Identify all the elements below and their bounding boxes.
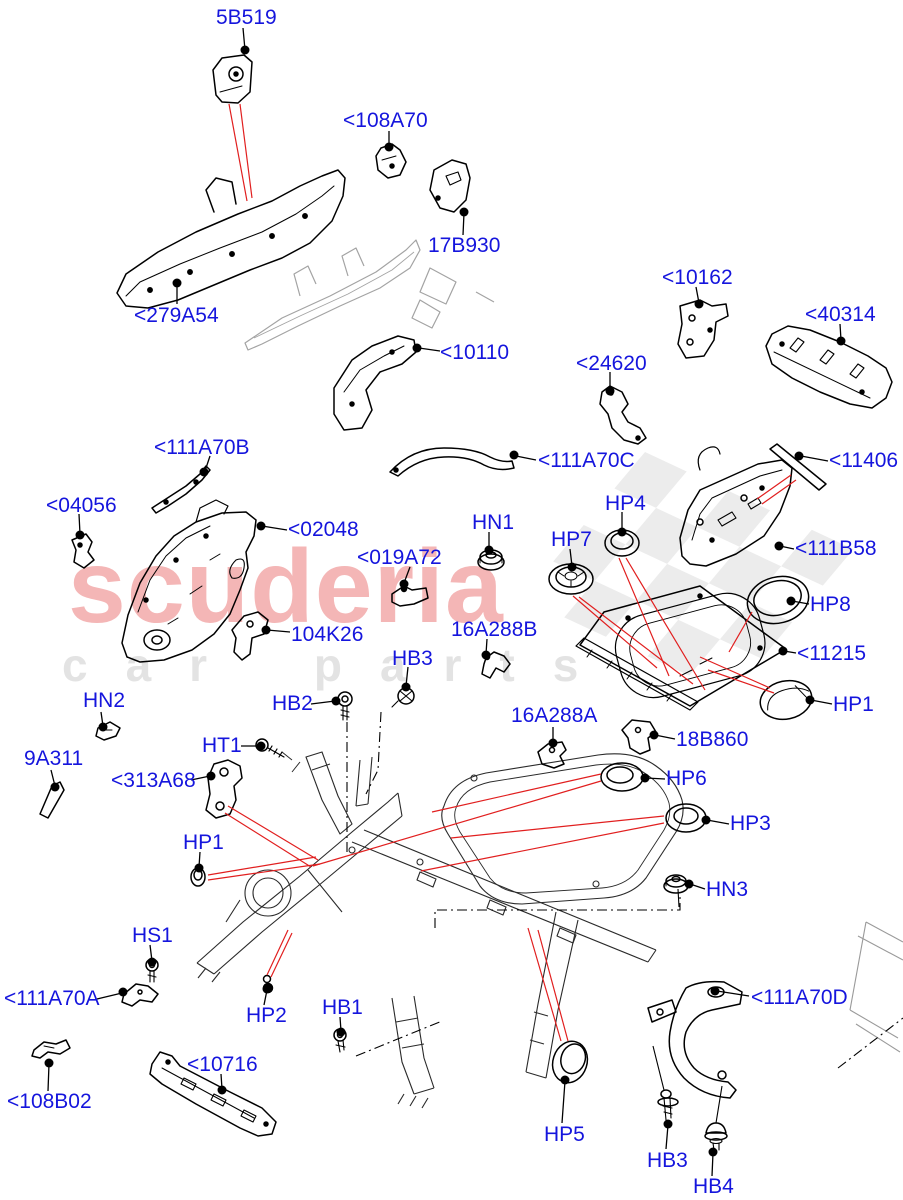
part-label-111A70A[interactable]: <111A70A bbox=[4, 987, 100, 1010]
part-label-HB3-upper[interactable]: HB3 bbox=[392, 647, 433, 670]
part-111A70C-art bbox=[389, 447, 515, 477]
part-11215-art bbox=[575, 585, 787, 711]
part-111A70D-art bbox=[647, 980, 743, 1099]
part-label-111A70C[interactable]: <111A70C bbox=[538, 449, 635, 472]
part-04056-art bbox=[71, 533, 95, 569]
part-label-24620[interactable]: <24620 bbox=[576, 352, 647, 375]
part-5B519-art bbox=[212, 54, 253, 104]
part-label-HP1-right[interactable]: HP1 bbox=[833, 693, 874, 716]
part-HB3-upper-art bbox=[391, 687, 415, 708]
dash-dot-lines bbox=[346, 711, 903, 1069]
part-label-17B930[interactable]: 17B930 bbox=[428, 234, 501, 257]
part-label-HB4[interactable]: HB4 bbox=[693, 1175, 734, 1198]
part-17B930-art bbox=[429, 159, 471, 213]
part-label-04056[interactable]: <04056 bbox=[46, 494, 117, 517]
part-108B02-art bbox=[31, 1039, 71, 1059]
background-rail-art bbox=[244, 239, 495, 351]
part-18B860-art bbox=[621, 719, 657, 755]
red-reference-lines bbox=[207, 103, 797, 1042]
part-label-111A70D[interactable]: <111A70D bbox=[751, 986, 848, 1009]
part-HP6-art bbox=[600, 762, 644, 792]
part-label-10716[interactable]: <10716 bbox=[187, 1053, 258, 1076]
part-10716-art bbox=[149, 1051, 277, 1137]
part-10110-art bbox=[333, 335, 417, 431]
part-11406-art bbox=[769, 443, 827, 491]
part-label-11215[interactable]: <11215 bbox=[797, 642, 867, 665]
part-HB3-lower-art bbox=[657, 1089, 679, 1121]
part-label-40314[interactable]: <40314 bbox=[805, 303, 876, 326]
part-label-HP7[interactable]: HP7 bbox=[551, 528, 592, 551]
part-label-HP6[interactable]: HP6 bbox=[666, 767, 707, 790]
part-019A72-art bbox=[391, 585, 429, 607]
part-111B58-art bbox=[679, 446, 793, 567]
watermark-brand: scuderia bbox=[68, 529, 504, 645]
part-label-HT1[interactable]: HT1 bbox=[202, 734, 242, 757]
frame-art bbox=[196, 751, 903, 1109]
part-label-10162[interactable]: <10162 bbox=[662, 266, 733, 289]
part-label-279A54[interactable]: <279A54 bbox=[134, 304, 219, 327]
part-label-111B58[interactable]: <111B58 bbox=[795, 537, 877, 560]
part-label-HN2[interactable]: HN2 bbox=[83, 689, 126, 712]
part-9A311-art bbox=[39, 781, 65, 819]
part-10162-art bbox=[677, 299, 729, 359]
part-label-02048[interactable]: <02048 bbox=[288, 518, 359, 541]
part-label-HN3[interactable]: HN3 bbox=[706, 878, 749, 901]
part-label-019A72[interactable]: <019A72 bbox=[357, 546, 442, 569]
part-label-16A288A[interactable]: 16A288A bbox=[511, 704, 598, 727]
part-HP8-art bbox=[746, 575, 810, 625]
part-108A70-art bbox=[375, 143, 407, 179]
part-label-HS1[interactable]: HS1 bbox=[132, 924, 173, 947]
part-HP3-art bbox=[665, 803, 707, 833]
part-HN3-art bbox=[663, 874, 689, 894]
part-279A54-art bbox=[116, 169, 346, 309]
part-40314-art bbox=[765, 325, 893, 409]
part-label-111A70B[interactable]: <111A70B bbox=[154, 436, 250, 459]
part-label-10110[interactable]: <10110 bbox=[440, 341, 510, 364]
part-label-HB1[interactable]: HB1 bbox=[322, 996, 363, 1019]
part-label-11406[interactable]: <11406 bbox=[829, 449, 899, 472]
part-label-HB3-lower[interactable]: HB3 bbox=[647, 1149, 688, 1172]
part-label-5B519[interactable]: 5B519 bbox=[216, 6, 277, 29]
part-HP1-right-art bbox=[759, 679, 813, 721]
part-label-HP8[interactable]: HP8 bbox=[810, 593, 851, 616]
part-label-HP5[interactable]: HP5 bbox=[544, 1123, 585, 1146]
part-label-108B02[interactable]: <108B02 bbox=[7, 1090, 92, 1113]
part-HB4-art bbox=[704, 1122, 728, 1151]
part-HP5-art bbox=[551, 1040, 589, 1084]
part-label-16A288B[interactable]: 16A288B bbox=[451, 618, 538, 641]
leader-lines bbox=[44, 27, 846, 1177]
part-111A70A-art bbox=[121, 983, 159, 1007]
part-24620-art bbox=[599, 385, 647, 445]
part-02048-art bbox=[121, 499, 257, 663]
part-label-9A311[interactable]: 9A311 bbox=[24, 747, 84, 770]
part-label-HP4[interactable]: HP4 bbox=[605, 492, 646, 515]
part-104K26-art bbox=[231, 611, 269, 661]
part-label-HN1[interactable]: HN1 bbox=[472, 511, 515, 534]
part-label-HP2[interactable]: HP2 bbox=[246, 1004, 287, 1027]
part-label-104K26[interactable]: 104K26 bbox=[291, 623, 364, 646]
part-label-HP3[interactable]: HP3 bbox=[730, 812, 771, 835]
part-313A68-art bbox=[205, 759, 243, 819]
part-label-HP1-left[interactable]: HP1 bbox=[183, 831, 224, 854]
part-label-HB2[interactable]: HB2 bbox=[272, 692, 313, 715]
part-HB2-art bbox=[337, 691, 353, 721]
part-HT1-art bbox=[255, 738, 285, 758]
part-label-313A68[interactable]: <313A68 bbox=[111, 769, 196, 792]
part-label-18B860[interactable]: 18B860 bbox=[676, 728, 749, 751]
part-label-108A70[interactable]: <108A70 bbox=[343, 109, 428, 132]
